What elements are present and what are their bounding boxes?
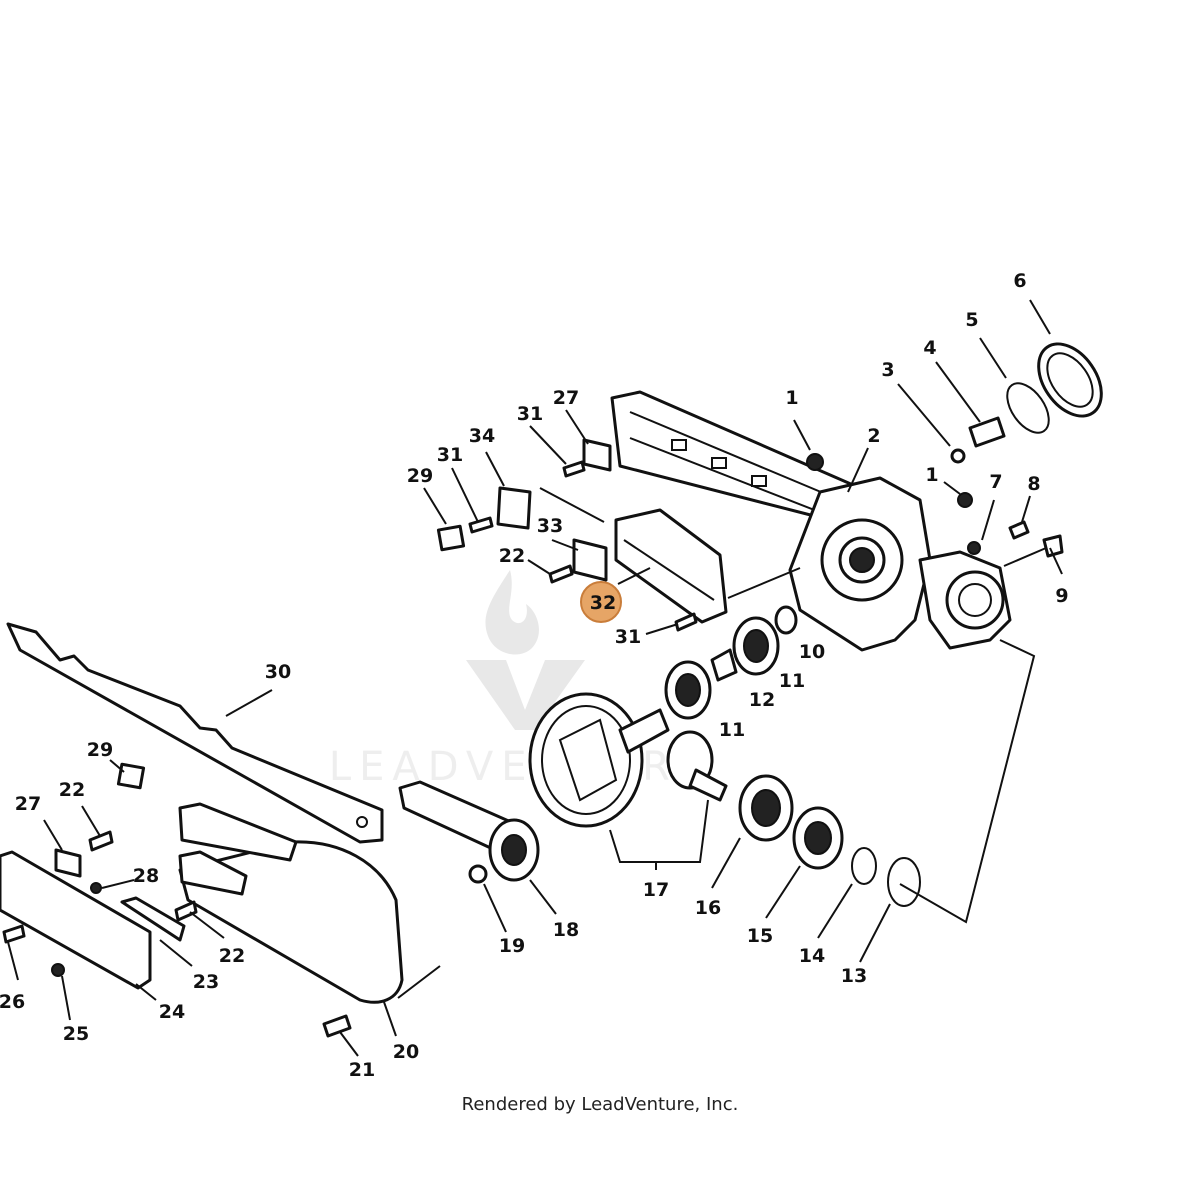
callout-33: 33 xyxy=(537,515,563,537)
guide-cover xyxy=(0,762,404,1038)
callout-1: 1 xyxy=(785,387,798,409)
callout-11: 11 xyxy=(719,719,745,741)
bolt-icon xyxy=(968,416,1006,448)
block-icon xyxy=(436,524,466,552)
callout-12: 12 xyxy=(749,689,775,711)
callout-31: 31 xyxy=(517,403,543,425)
callout-2: 2 xyxy=(867,425,880,447)
watermark: LEADVENTURE xyxy=(329,570,711,790)
watermark-text: LEADVENTURE xyxy=(329,744,711,790)
nut-icon xyxy=(957,492,973,508)
callout-10: 10 xyxy=(799,641,825,663)
callout-24: 24 xyxy=(159,1001,185,1023)
callout-29: 29 xyxy=(87,739,113,761)
callout-25: 25 xyxy=(63,1023,89,1045)
drive-parts xyxy=(398,605,921,907)
callout-1: 1 xyxy=(925,464,938,486)
screw-icon xyxy=(468,516,494,534)
bracket-icon xyxy=(496,486,532,530)
callout-17: 17 xyxy=(643,879,669,901)
callout-16: 16 xyxy=(695,897,721,919)
leader-lines xyxy=(7,299,1063,1057)
callout-8: 8 xyxy=(1027,473,1040,495)
washer-icon xyxy=(950,448,966,464)
callout-3: 3 xyxy=(881,359,894,381)
spacer-icon xyxy=(710,648,738,682)
seal-icon xyxy=(1037,342,1103,418)
plate-icon xyxy=(572,538,608,582)
callout-22: 22 xyxy=(499,545,525,567)
screw-icon xyxy=(88,830,114,852)
housing-hardware xyxy=(806,342,1103,567)
highlight-callout-32[interactable]: 32 xyxy=(580,581,622,623)
bolt-icon xyxy=(1008,520,1030,540)
callout-6: 6 xyxy=(1013,270,1026,292)
block-icon xyxy=(116,762,146,790)
callout-4: 4 xyxy=(923,337,936,359)
callout-31: 31 xyxy=(437,444,463,466)
callout-23: 23 xyxy=(193,971,219,993)
callout-34: 34 xyxy=(469,425,495,447)
callout-18: 18 xyxy=(553,919,579,941)
callout-31: 31 xyxy=(615,626,641,648)
bracket-hardware xyxy=(436,438,698,632)
screw-icon xyxy=(2,924,26,944)
callout-22: 22 xyxy=(59,779,85,801)
footer-credit: Rendered by LeadVenture, Inc. xyxy=(461,1094,739,1115)
callout-labels: 6 5 4 3 1 2 1 7 8 9 27 31 34 31 29 33 22… xyxy=(0,270,1069,1081)
callout-30: 30 xyxy=(265,661,291,683)
callout-28: 28 xyxy=(133,865,159,887)
washer-icon xyxy=(774,605,798,635)
callout-27: 27 xyxy=(553,387,579,409)
screw-icon xyxy=(562,460,586,478)
screw-icon xyxy=(322,1014,352,1038)
callout-15: 15 xyxy=(747,925,773,947)
screw-icon xyxy=(674,612,698,632)
highlight-label: 32 xyxy=(590,592,616,614)
callout-22: 22 xyxy=(219,945,245,967)
gear-housing xyxy=(610,390,1012,652)
washer-icon xyxy=(468,864,488,884)
callout-7: 7 xyxy=(989,471,1002,493)
nut-icon xyxy=(51,963,65,977)
clip-icon xyxy=(582,438,612,472)
callout-14: 14 xyxy=(799,945,825,967)
snap-ring-icon xyxy=(851,847,877,885)
screw-icon xyxy=(548,564,574,584)
callout-26: 26 xyxy=(0,991,25,1013)
nut-icon xyxy=(967,541,981,555)
callout-13: 13 xyxy=(841,965,867,987)
snap-ring-icon xyxy=(1006,382,1050,434)
nut-icon xyxy=(90,882,102,894)
callout-20: 20 xyxy=(393,1041,419,1063)
callout-27: 27 xyxy=(15,793,41,815)
callout-21: 21 xyxy=(349,1059,375,1081)
callout-29: 29 xyxy=(407,465,433,487)
callout-11: 11 xyxy=(779,670,805,692)
saw-blade xyxy=(6,622,384,844)
bolt-icon xyxy=(1042,534,1064,558)
snap-ring-icon xyxy=(887,857,921,907)
callout-9: 9 xyxy=(1055,585,1068,607)
callout-19: 19 xyxy=(499,935,525,957)
gear-icon xyxy=(528,692,644,828)
screw-icon xyxy=(174,900,198,922)
nut-icon xyxy=(806,453,824,471)
callout-5: 5 xyxy=(965,309,978,331)
clip-icon xyxy=(54,848,82,878)
